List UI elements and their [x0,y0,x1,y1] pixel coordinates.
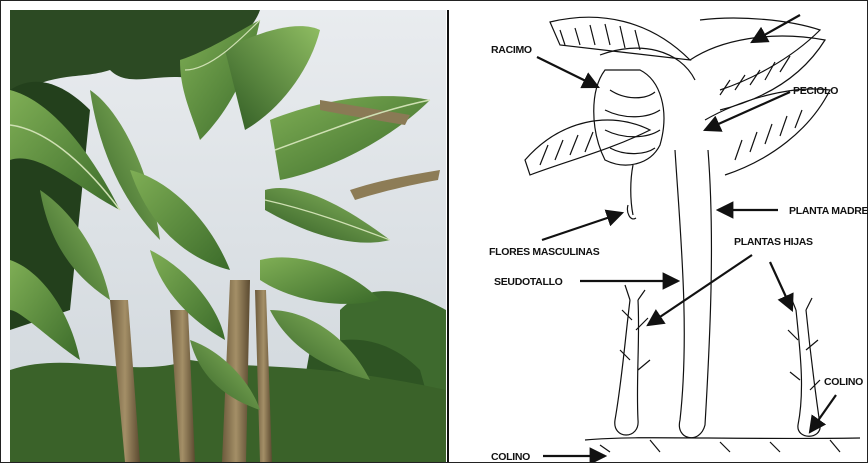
label-racimo: RACIMO [491,44,532,56]
label-plantas-hijas: PLANTAS HIJAS [734,236,813,248]
label-seudotallo: SEUDOTALLO [494,276,563,288]
arrow-plantas-hijas-left [648,255,752,325]
arrow-colino-right [810,395,836,432]
label-planta-madre: PLANTA MADRE [789,205,868,217]
banana-photo-illustration [10,10,446,462]
panel-divider [447,10,449,462]
plant-line-art [525,17,860,452]
arrow-peciolo [705,92,790,130]
banana-plant-photo [10,10,446,462]
arrow-plantas-hijas-right [770,262,792,310]
label-flores-masculinas: FLORES MASCULINAS [489,246,600,258]
label-colino-left: COLINO [491,451,530,462]
label-colino-right: COLINO [824,376,863,388]
arrow-racimo [537,57,598,87]
diagram-svg: RACIMO PECIOLO PLANTA MADRE FLORES MASCU… [450,10,868,462]
label-peciolo: PECIOLO [793,85,838,97]
arrow-flores-masculinas [542,213,622,240]
banana-plant-diagram: RACIMO PECIOLO PLANTA MADRE FLORES MASCU… [450,10,868,462]
